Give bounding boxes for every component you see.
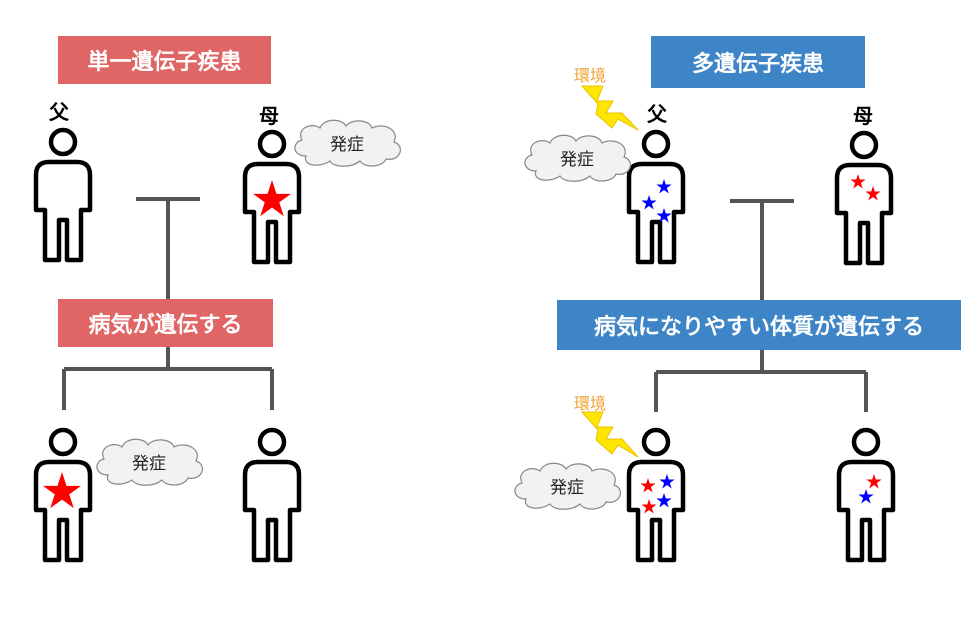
right-child-affected-figure (629, 430, 683, 560)
lightning-icon-father (580, 85, 639, 131)
right-child-star-blue-1 (659, 474, 675, 489)
left-child-star (42, 472, 82, 509)
right-mother-star-red-1 (850, 174, 866, 189)
right-child-star-red-2 (641, 499, 657, 514)
right-father-star-blue-2 (641, 195, 657, 210)
lightning-icon-child (580, 411, 639, 458)
right-pedigree-lines (654, 199, 868, 412)
environment-label-father: 環境 (574, 66, 607, 85)
right-father-figure (629, 132, 683, 262)
disease-inherited-box: 病気が遺伝する (58, 299, 273, 347)
left-father-figure (36, 130, 90, 260)
right-child-star-blue-2 (656, 493, 672, 508)
susceptibility-inherited-box: 病気になりやすい体質が遺伝する (557, 300, 961, 350)
right-child-star-red-1 (640, 478, 656, 493)
left-mother-label: 母 (259, 104, 279, 128)
onset-text: 発症 (560, 149, 594, 170)
onset-text: 発症 (550, 477, 584, 498)
right-father-star-blue-1 (656, 179, 672, 194)
right-mother-figure (837, 133, 891, 263)
right-mother-star-red-2 (865, 186, 881, 201)
onset-text: 発症 (330, 134, 364, 155)
right-father-label: 父 (647, 102, 667, 126)
polygenic-disease-title: 多遺伝子疾患 (651, 36, 865, 88)
single-gene-disease-title: 単一遺伝子疾患 (58, 36, 271, 84)
left-mother-star (252, 180, 292, 217)
right-mother-label: 母 (853, 104, 873, 128)
right-child2-star-blue (858, 489, 874, 504)
left-child-unaffected-figure (245, 430, 299, 560)
onset-text: 発症 (132, 453, 166, 474)
onset-cloud-right-child: 発症 (508, 459, 626, 511)
left-father-label: 父 (49, 100, 69, 124)
onset-cloud-right-father: 発症 (518, 131, 636, 183)
left-pedigree-lines (62, 197, 274, 410)
right-child2-star-red (866, 474, 882, 489)
onset-cloud-left-child: 発症 (90, 435, 208, 487)
environment-label-child: 環境 (574, 394, 607, 413)
onset-cloud-left-mother: 発症 (288, 116, 406, 168)
